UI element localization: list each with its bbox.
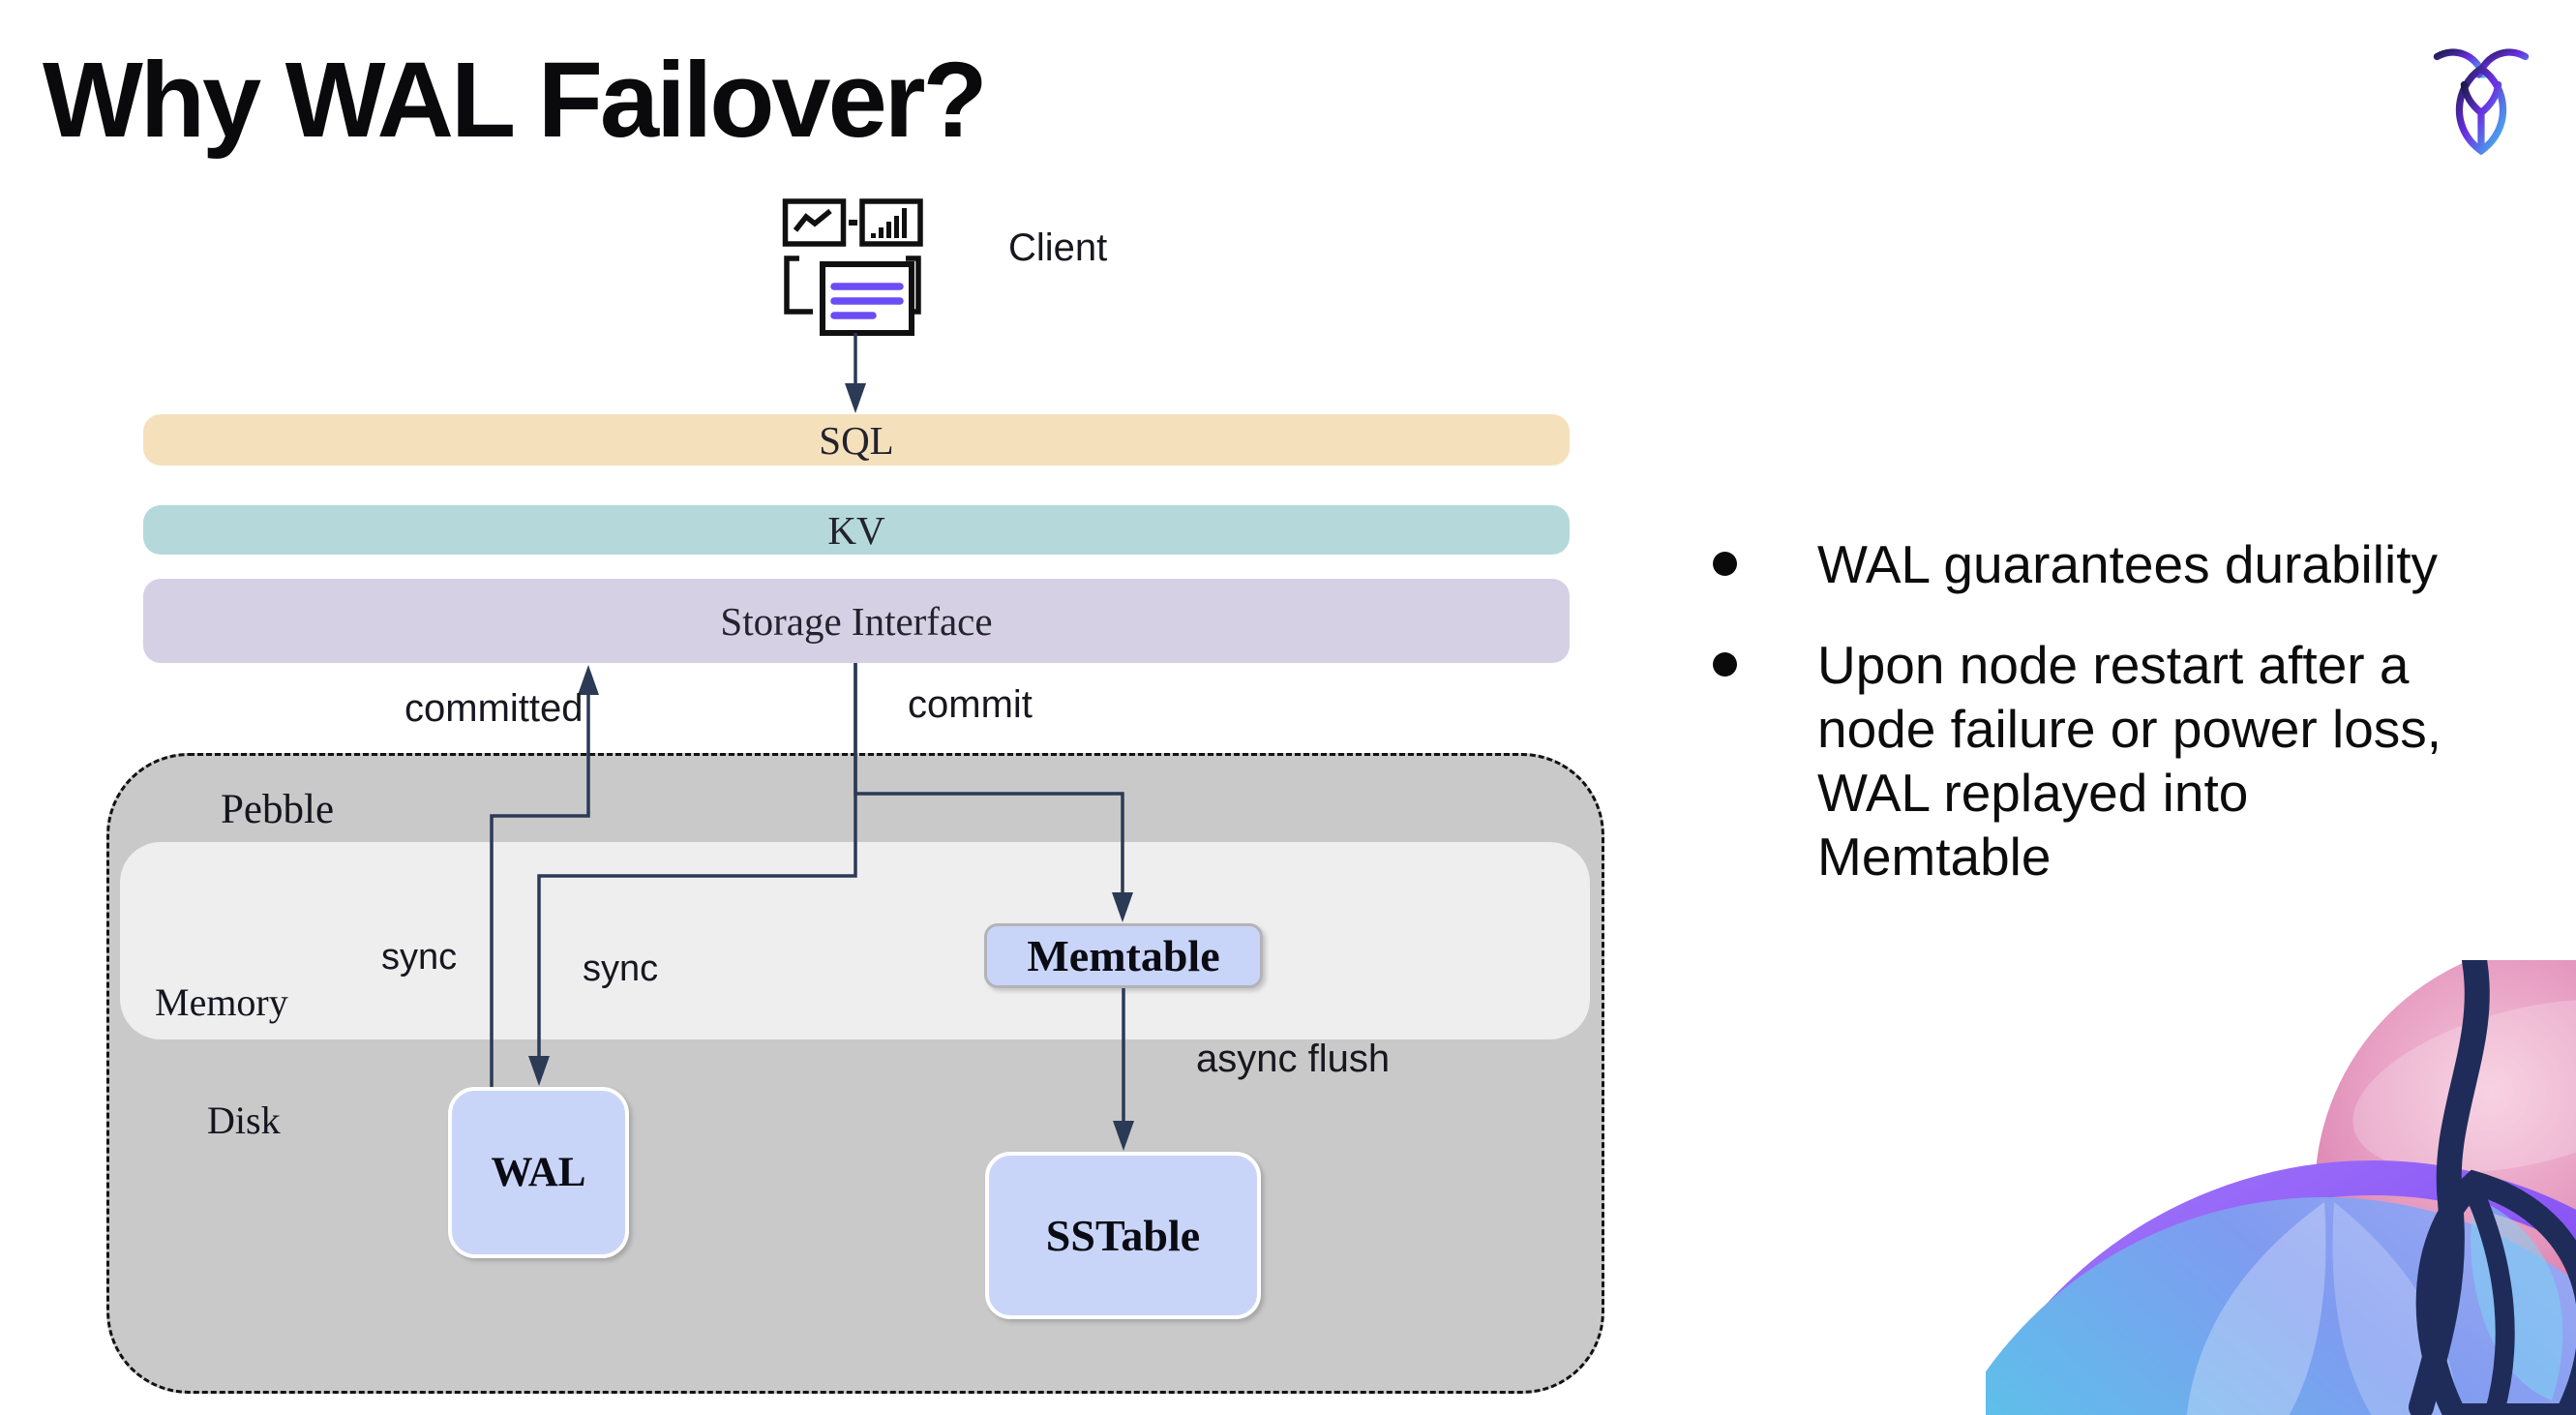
bullet-item: Upon node restart after a node failure o… [1713, 633, 2497, 888]
wal-node: WAL [448, 1087, 629, 1258]
dash-connector [849, 220, 857, 226]
client-label: Client [1008, 226, 1108, 269]
memory-label: Memory [155, 980, 288, 1024]
edge-label-commit: commit [908, 683, 1033, 726]
line-chart-icon [782, 198, 847, 247]
sstable-node: SSTable [985, 1152, 1261, 1319]
edge-label-sync-left: sync [381, 937, 458, 978]
cockroachdb-logo [2433, 48, 2530, 155]
bullet-text: Upon node restart after a node failure o… [1817, 633, 2497, 888]
disk-label: Disk [207, 1099, 281, 1142]
bracket-left-icon [784, 256, 813, 315]
edge-label-sync-right: sync [583, 948, 659, 989]
pebble-label: Pebble [221, 787, 335, 832]
purple-ring [1986, 1160, 2576, 1415]
bullet-dot [1713, 652, 1737, 677]
page-title: Why WAL Failover? [43, 41, 988, 160]
brand-art [1986, 960, 2576, 1415]
roach-vein [2460, 80, 2502, 153]
client-icon [782, 198, 923, 336]
bullet-line: node failure or power loss, [1817, 699, 2442, 759]
bullet-item: WAL guarantees durability [1713, 532, 2497, 596]
memtable-node: Memtable [984, 923, 1263, 988]
bullet-dot [1713, 552, 1737, 576]
bullet-line: Upon node restart after a [1817, 635, 2410, 695]
arrowhead-sql [845, 383, 866, 413]
bullet-text: WAL guarantees durability [1817, 532, 2438, 596]
layer-kv: KV [143, 505, 1570, 555]
layer-sql: SQL [143, 414, 1570, 466]
edge-label-async-flush: async flush [1196, 1038, 1391, 1080]
bullet-line: WAL replayed into Memtable [1817, 763, 2249, 887]
bullet-line: WAL guarantees durability [1817, 534, 2438, 594]
edge-label-committed: committed [404, 687, 584, 730]
memory-zone [120, 842, 1590, 1039]
layer-storage-interface: Storage Interface [143, 579, 1570, 663]
bullet-list: WAL guarantees durability Upon node rest… [1713, 532, 2497, 888]
